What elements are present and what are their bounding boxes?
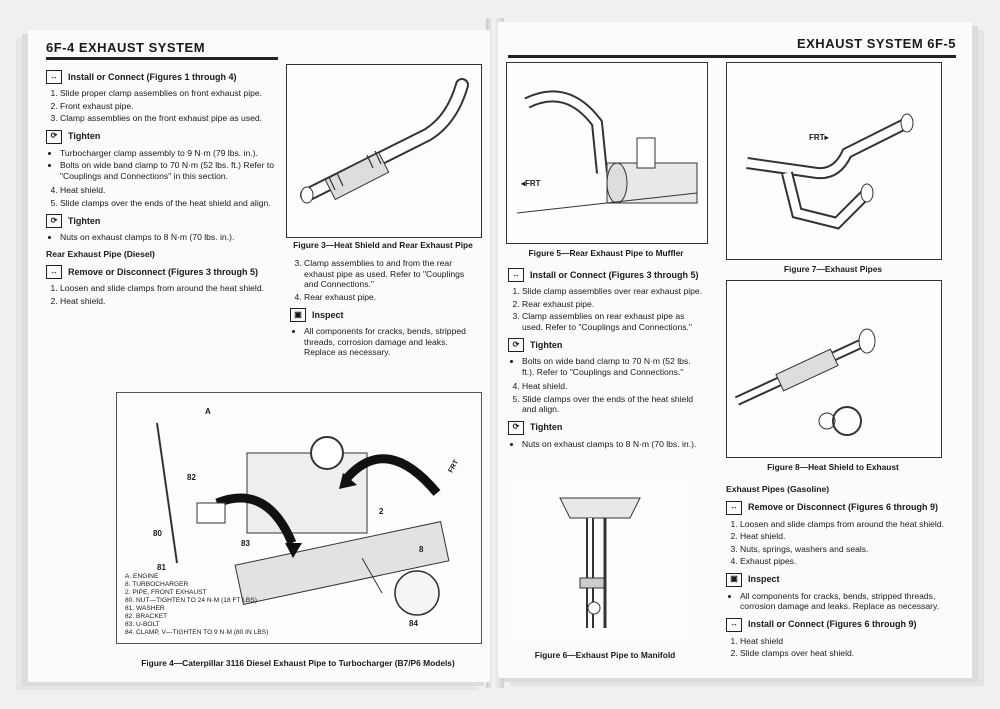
remove-icon: ↔ bbox=[46, 265, 62, 279]
torque-wrench-icon: ⟳ bbox=[46, 214, 62, 228]
left-page-header: 6F-4 EXHAUST SYSTEM bbox=[46, 40, 206, 55]
right-tighten-bullets-2: Nuts on exhaust clamps to 8 N·m (70 lbs.… bbox=[508, 439, 704, 450]
exhaust-manifold-drawing bbox=[559, 497, 641, 628]
figure-3-illustration bbox=[286, 64, 482, 238]
left-column-text: ↔ Install or Connect (Figures 1 through … bbox=[46, 64, 278, 310]
left-page: 6F-4 EXHAUST SYSTEM ↔ Install or Connect… bbox=[28, 30, 490, 682]
label-2: 2 bbox=[379, 507, 384, 516]
right-page-header: EXHAUST SYSTEM 6F-5 bbox=[796, 36, 956, 51]
torque-wrench-icon: ⟳ bbox=[46, 129, 62, 144]
remove-icon: ↔ bbox=[726, 500, 742, 515]
tighten-section-2: ⟳ Tighten bbox=[46, 214, 278, 228]
figure-3-caption: Figure 3—Heat Shield and Rear Exhaust Pi… bbox=[293, 240, 473, 250]
install-steps: Slide proper clamp assemblies on front e… bbox=[46, 88, 278, 124]
figure-7-illustration: FRT▸ bbox=[726, 62, 942, 260]
label-a: A bbox=[205, 407, 211, 416]
left-header-rule bbox=[46, 57, 278, 60]
torque-wrench-icon: ⟳ bbox=[508, 420, 524, 435]
right-tighten-section: ⟳ Tighten bbox=[508, 338, 704, 352]
install-steps-continued: Heat shield. Slide clamps over the ends … bbox=[46, 185, 278, 208]
frt-arrow-label-7: FRT▸ bbox=[809, 133, 829, 142]
figure-4-illustration: A 82 80 81 83 2 8 84 FRT A. ENGINE 8. TU… bbox=[116, 392, 482, 644]
left-second-column: Clamp assemblies to and from the rear ex… bbox=[290, 256, 480, 362]
inspect-bullets: All components for cracks, bends, stripp… bbox=[290, 326, 480, 358]
figure-7-caption: Figure 7—Exhaust Pipes bbox=[783, 264, 883, 274]
gasoline-subtitle: Exhaust Pipes (Gasoline) bbox=[726, 484, 830, 494]
right-remove-section: ↔ Remove or Disconnect (Figures 6 throug… bbox=[726, 500, 944, 515]
right-install-steps-2: Heat shield Slide clamps over heat shiel… bbox=[726, 636, 944, 659]
exhaust-pipes-drawing bbox=[746, 113, 914, 230]
figure-4-legend: A. ENGINE 8. TURBOCHARGER 2. PIPE, FRONT… bbox=[125, 573, 269, 636]
right-second-column: Exhaust Pipes (Gasoline) ↔ Remove or Dis… bbox=[726, 478, 944, 663]
heat-shield-exhaust-drawing bbox=[734, 328, 876, 436]
label-81: 81 bbox=[157, 563, 166, 572]
right-tighten-bullets: Bolts on wide band clamp to 70 N·m (52 l… bbox=[508, 356, 704, 377]
frt-arrow-label: ◂FRT bbox=[521, 179, 541, 188]
right-column-text: ↔ Install or Connect (Figures 3 through … bbox=[508, 262, 704, 453]
remove-section: ↔ Remove or Disconnect (Figures 3 throug… bbox=[46, 265, 278, 279]
tighten-bullets-2: Nuts on exhaust clamps to 8 N·m (70 lbs.… bbox=[46, 232, 278, 243]
remove-steps: Loosen and slide clamps from around the … bbox=[46, 283, 278, 306]
tighten-bullets: Turbocharger clamp assembly to 9 N·m (79… bbox=[46, 148, 278, 182]
figure-6-caption: Figure 6—Exhaust Pipe to Manifold bbox=[534, 650, 676, 660]
heat-shield-pipe-drawing bbox=[300, 78, 469, 204]
inspect-section: ▣ Inspect bbox=[290, 308, 480, 322]
right-install-steps-continued: Heat shield. Slide clamps over the ends … bbox=[508, 381, 704, 415]
rear-pipe-muffler-drawing bbox=[516, 90, 698, 214]
right-install-section-2: ↔ Install or Connect (Figures 6 through … bbox=[726, 617, 944, 632]
torque-wrench-icon: ⟳ bbox=[508, 338, 524, 352]
label-80: 80 bbox=[153, 529, 162, 538]
right-header-rule bbox=[508, 55, 956, 58]
right-inspect-section: ▣ Inspect bbox=[726, 572, 944, 587]
right-page: EXHAUST SYSTEM 6F-5 ◂FRT Figure 5—Rear E… bbox=[498, 22, 972, 678]
figure-6-illustration bbox=[510, 478, 690, 642]
label-8: 8 bbox=[419, 545, 424, 554]
figure-8-caption: Figure 8—Heat Shield to Exhaust bbox=[767, 462, 899, 472]
right-tighten-section-2: ⟳ Tighten bbox=[508, 420, 704, 435]
inspect-icon: ▣ bbox=[290, 308, 306, 322]
right-install-section: ↔ Install or Connect (Figures 3 through … bbox=[508, 268, 704, 282]
right-remove-steps: Loosen and slide clamps from around the … bbox=[726, 519, 944, 567]
install-icon: ↔ bbox=[46, 70, 62, 84]
label-83: 83 bbox=[241, 539, 250, 548]
label-84: 84 bbox=[409, 619, 418, 628]
install-icon: ↔ bbox=[508, 268, 524, 282]
clamp-steps: Clamp assemblies to and from the rear ex… bbox=[290, 258, 480, 302]
figure-5-caption: Figure 5—Rear Exhaust Pipe to Muffler bbox=[528, 248, 684, 258]
inspect-icon: ▣ bbox=[726, 572, 742, 587]
turbocharger-exhaust-drawing bbox=[156, 422, 450, 616]
install-icon: ↔ bbox=[726, 617, 742, 632]
tighten-section: ⟳ Tighten bbox=[46, 129, 278, 144]
rear-exhaust-subtitle: Rear Exhaust Pipe (Diesel) bbox=[46, 248, 155, 259]
figure-4-caption: Figure 4—Caterpillar 3116 Diesel Exhaust… bbox=[141, 658, 455, 668]
right-inspect-bullets: All components for cracks, bends, stripp… bbox=[726, 591, 944, 612]
figure-5-illustration: ◂FRT bbox=[506, 62, 708, 244]
right-install-steps: Slide clamp assemblies over rear exhaust… bbox=[508, 286, 704, 332]
figure-8-illustration bbox=[726, 280, 942, 458]
install-section: ↔ Install or Connect (Figures 1 through … bbox=[46, 70, 278, 84]
label-82: 82 bbox=[187, 473, 196, 482]
